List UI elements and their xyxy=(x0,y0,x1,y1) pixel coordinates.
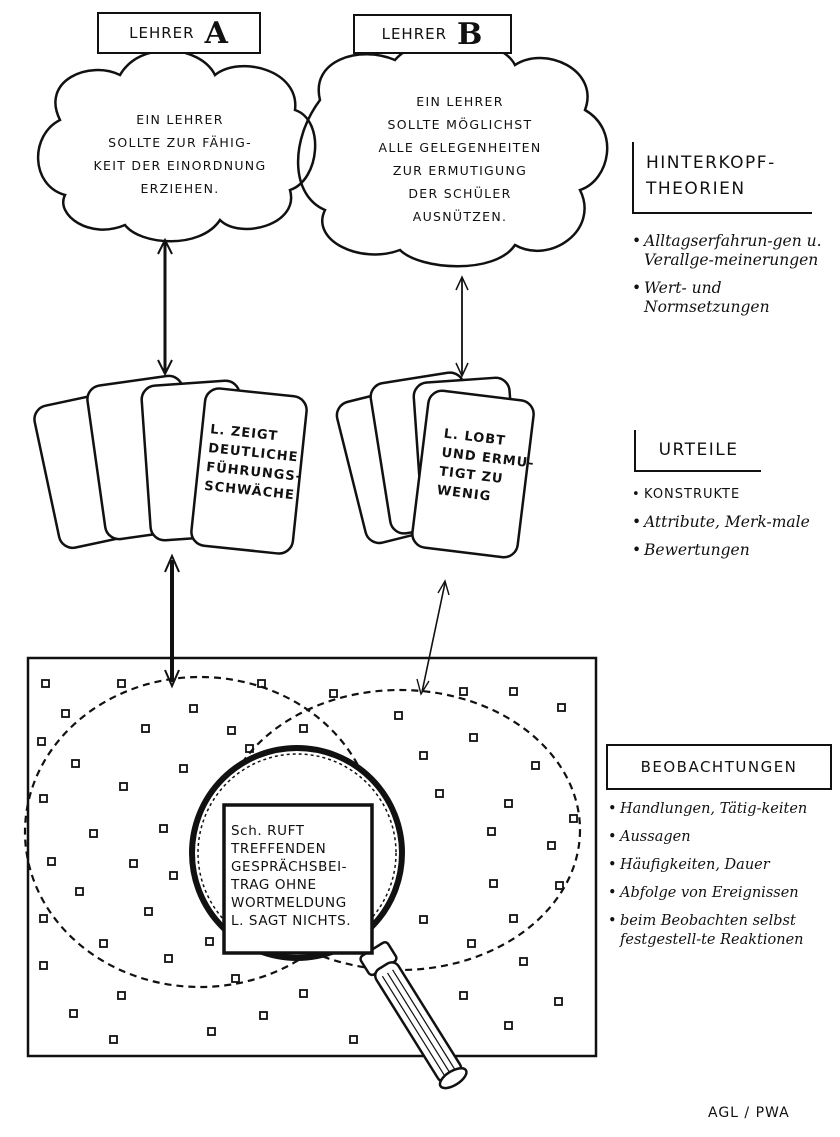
observation-line: Sch. RUFT xyxy=(231,823,305,839)
level-2-title: URTEILE xyxy=(658,440,739,460)
cloud-a-line: SOLLTE ZUR FÄHIG- xyxy=(108,135,252,150)
cloud-a-line: ERZIEHEN. xyxy=(140,181,220,196)
level-1-bullets: Alltagserfahrun-gen u. Verallge-meinerun… xyxy=(632,232,832,326)
level-3-title: BEOBACHTUNGEN xyxy=(640,758,798,776)
cloud-b-line: AUSNÜTZEN. xyxy=(412,209,508,224)
level-title-box: BEOBACHTUNGEN xyxy=(606,744,832,790)
cards-a xyxy=(33,374,308,555)
teacher-b-label: LEHRER B xyxy=(353,14,512,54)
cloud-a-line: KEIT DER EINORDNUNG xyxy=(93,158,267,173)
cards-b xyxy=(335,371,535,559)
bullet-item: Alltagserfahrun-gen u. Verallge-meinerun… xyxy=(632,232,832,270)
magnifier-icon xyxy=(189,745,468,1090)
observation-line: L. SAGT NICHTS. xyxy=(231,913,352,929)
teacher-b-label-text: LEHRER xyxy=(381,25,448,43)
observation-text: Sch. RUFT TREFFENDEN GESPRÄCHSBEI- TRAG … xyxy=(231,822,371,930)
cloud-a-text: EIN LEHRER SOLLTE ZUR FÄHIG- KEIT DER EI… xyxy=(55,108,305,200)
bullet-item: Aussagen xyxy=(608,828,836,847)
bullet-item: Häufigkeiten, Dauer xyxy=(608,856,836,875)
cloud-b-text: EIN LEHRER SOLLTE MÖGLICHST ALLE GELEGEN… xyxy=(325,90,595,228)
card-a-text: L. ZEIGT DEUTLICHE FÜHRUNGS- SCHWÄCHE xyxy=(203,420,307,506)
observation-line: TRAG OHNE xyxy=(231,877,317,893)
card-b-text: L. LOBT UND ERMU- TIGT ZU WENIG xyxy=(436,425,538,512)
cloud-b-line: ZUR ERMUTIGUNG xyxy=(392,163,528,178)
observation-dots xyxy=(37,679,578,1044)
cloud-b-line: ALLE GELEGENHEITEN xyxy=(378,140,542,155)
teacher-b-letter: B xyxy=(457,16,484,52)
teacher-a-letter: A xyxy=(204,15,229,51)
level-title-box: HINTERKOPF- THEORIEN xyxy=(632,142,812,214)
bullet-item: Bewertungen xyxy=(632,541,832,560)
bullet-item: beim Beobachten selbst festgestell-te Re… xyxy=(608,912,836,950)
level-1-title-line: THEORIEN xyxy=(646,179,746,199)
cloud-b-line: EIN LEHRER xyxy=(416,94,504,109)
bullet-item: Attribute, Merk-male xyxy=(632,513,832,532)
cloud-a-line: EIN LEHRER xyxy=(136,112,224,127)
level-1-title: HINTERKOPF- THEORIEN xyxy=(646,150,776,202)
teacher-a-label-text: LEHRER xyxy=(129,24,195,42)
bullet-item: Handlungen, Tätig-keiten xyxy=(608,800,836,819)
teacher-a-label: LEHRER A xyxy=(97,12,261,54)
bullet-item: KONSTRUKTE xyxy=(632,485,832,504)
cloud-a xyxy=(36,49,317,243)
level-1-title-line: HINTERKOPF- xyxy=(646,153,776,173)
observation-line: TREFFENDEN xyxy=(231,841,327,857)
level-2-bullets: KONSTRUKTE Attribute, Merk-male Bewertun… xyxy=(632,485,832,569)
footer-credit: AGL / PWA xyxy=(708,1105,790,1121)
bullet-item: Wert- und Normsetzungen xyxy=(632,279,832,317)
cloud-b-line: SOLLTE MÖGLICHST xyxy=(387,117,533,132)
observation-line: GESPRÄCHSBEI- xyxy=(231,859,348,875)
observation-line: WORTMELDUNG xyxy=(231,895,347,911)
level-title-box: URTEILE xyxy=(634,430,761,472)
cloud-b-line: DER SCHÜLER xyxy=(408,186,512,201)
bullet-item: Abfolge von Ereignissen xyxy=(608,884,836,903)
level-3-bullets: Handlungen, Tätig-keiten Aussagen Häufig… xyxy=(608,800,836,959)
